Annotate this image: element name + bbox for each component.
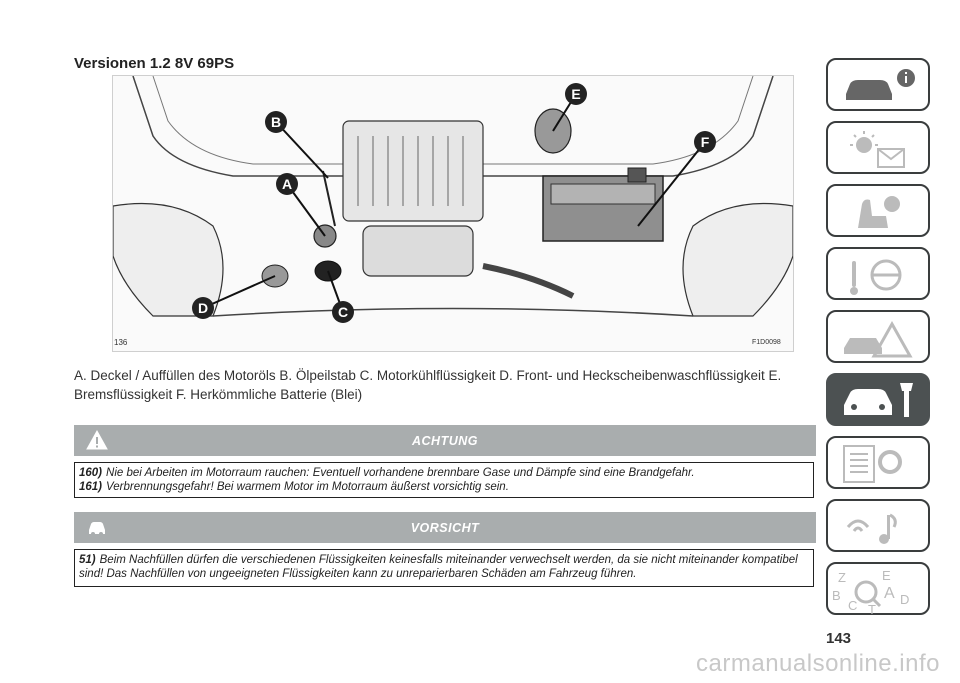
tab-warning-lights[interactable]: [826, 121, 930, 174]
svg-text:A: A: [884, 585, 895, 602]
warning-header: ACHTUNG: [74, 425, 816, 456]
callout-B: B: [265, 111, 287, 133]
warning-title: ACHTUNG: [412, 434, 478, 448]
engine-illustration: A B C D E F: [113, 76, 793, 351]
car-maintenance-icon: [844, 383, 913, 417]
warning-note: 161)Verbrennungsgefahr! Bei warmem Motor…: [79, 481, 509, 493]
svg-text:D: D: [198, 300, 208, 316]
tab-driving[interactable]: [826, 247, 930, 300]
steering-wheel-icon: [850, 259, 902, 295]
caution-header: VORSICHT: [74, 512, 816, 543]
tab-maintenance[interactable]: [826, 373, 930, 426]
warning-note: 160)Nie bei Arbeiten im Motorraum rauche…: [79, 467, 695, 479]
tab-car-info[interactable]: [826, 58, 930, 111]
multimedia-icon: [846, 513, 897, 544]
airbag-seat-icon: [858, 196, 900, 228]
svg-text:B: B: [832, 588, 841, 603]
index-icon: Z E B A D C T: [832, 568, 909, 617]
emergency-triangle-icon: [844, 320, 913, 358]
svg-text:E: E: [882, 568, 891, 583]
callout-A: A: [276, 173, 298, 195]
caution-title: VORSICHT: [410, 521, 480, 535]
section-title: Versionen 1.2 8V 69PS: [74, 55, 235, 72]
caution-note: 51)Beim Nachfüllen dürfen die verschiede…: [79, 554, 798, 580]
svg-text:D: D: [900, 592, 909, 607]
tab-index[interactable]: Z E B A D C T: [826, 562, 930, 617]
page-number: 143: [826, 630, 852, 647]
caution-body: 51)Beim Nachfüllen dürfen die verschiede…: [74, 549, 814, 587]
callout-D: D: [192, 297, 214, 319]
callout-F: F: [694, 131, 716, 153]
callout-C: C: [332, 301, 354, 323]
tab-safety[interactable]: [826, 184, 930, 237]
svg-text:T: T: [868, 602, 876, 617]
svg-text:F: F: [701, 134, 710, 150]
watermark: carmanualsonline.info: [696, 650, 940, 677]
engine-compartment-figure: A B C D E F: [112, 75, 794, 352]
tab-multimedia[interactable]: [826, 499, 930, 552]
warning-lights-icon: [850, 131, 905, 168]
callout-E: E: [565, 83, 587, 105]
warning-body: 160)Nie bei Arbeiten im Motorraum rauche…: [74, 462, 814, 498]
svg-text:C: C: [848, 598, 857, 613]
specifications-icon: [843, 445, 902, 483]
svg-text:Z: Z: [838, 570, 846, 585]
tab-technical-data[interactable]: [826, 436, 930, 489]
svg-text:B: B: [271, 114, 281, 130]
figure-code: F1D0098: [752, 339, 781, 346]
warning-triangle-icon: [86, 429, 108, 456]
svg-text:A: A: [282, 176, 292, 192]
figure-number: 136: [114, 338, 128, 347]
svg-text:C: C: [338, 304, 348, 320]
car-caution-icon: [86, 516, 108, 543]
car-info-icon: [846, 69, 915, 100]
tab-emergency[interactable]: [826, 310, 930, 363]
svg-text:E: E: [571, 86, 580, 102]
figure-caption: A. Deckel / Auffüllen des Motoröls B. Öl…: [74, 368, 782, 402]
